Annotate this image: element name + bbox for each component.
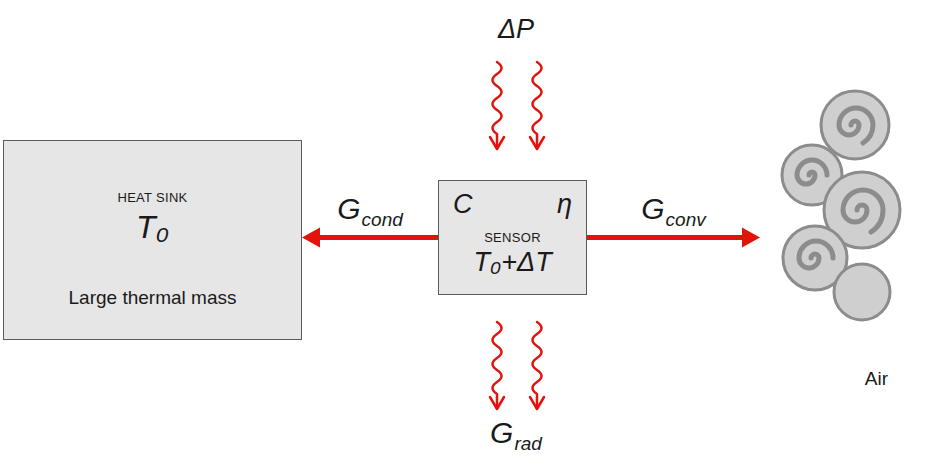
arrow-head (302, 228, 320, 248)
air-region: Air (760, 80, 910, 400)
heat-capacity-symbol: C (453, 189, 473, 220)
conductance-label: Gconv (641, 194, 705, 230)
efficiency-symbol: η (557, 189, 572, 220)
power-label: ΔP (498, 14, 534, 45)
temperature-symbol: T₀ (4, 209, 301, 246)
arrow-shaft (587, 235, 746, 240)
air-label: Air (865, 368, 888, 390)
radiation-squiggles (490, 322, 544, 409)
heat-sink-note: Large thermal mass (4, 287, 301, 309)
arrow-shaft (316, 235, 438, 240)
conductance-label: Gcond (337, 194, 403, 230)
air-cloud (782, 91, 900, 320)
sensor-title: SENSOR (439, 231, 586, 246)
arrow-head (742, 228, 760, 248)
sensor-box: C SENSORT₀+ΔT η (438, 180, 587, 295)
radiation-label: Grad (490, 418, 542, 454)
heat-flow-arrow (587, 228, 760, 248)
heat-flow-arrow (302, 228, 438, 248)
heat-sink-title: HEAT SINK (4, 191, 301, 206)
sensor-temperature: T₀+ΔT (439, 247, 586, 278)
power-squiggles (490, 62, 544, 149)
heat-sink-box: HEAT SINK T₀ Large thermal mass (3, 140, 302, 340)
